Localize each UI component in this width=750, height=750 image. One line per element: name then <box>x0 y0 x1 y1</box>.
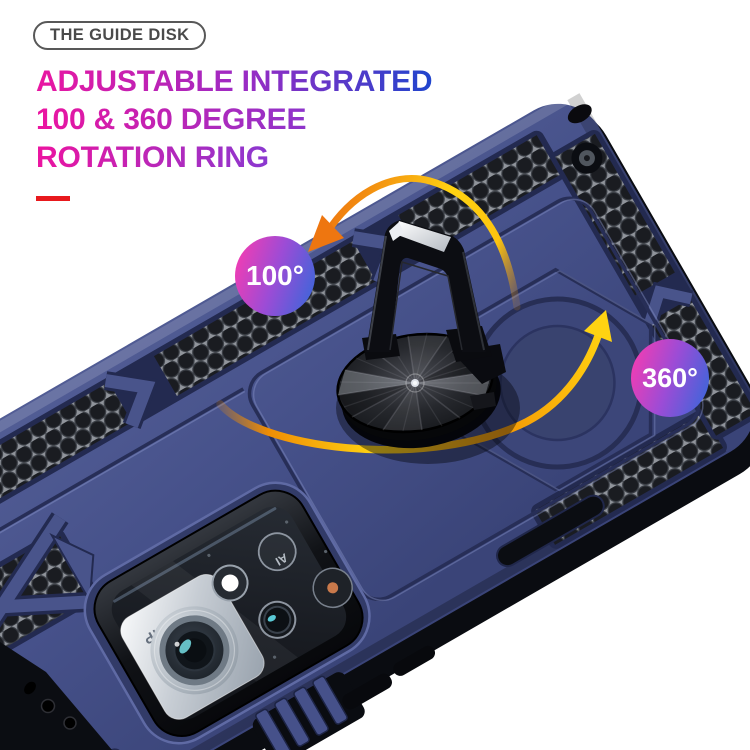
case-corner-ports <box>0 642 112 750</box>
flash-dot <box>327 582 339 594</box>
headline-line-2: 100 & 360 DEGREE <box>36 101 306 139</box>
arrowhead-100 <box>308 215 344 252</box>
corner-hole <box>567 104 603 174</box>
side-key <box>393 645 436 676</box>
angle-badge-360-label: 360° <box>642 362 698 393</box>
headline: ADJUSTABLE INTEGRATED 100 & 360 DEGREE R… <box>36 63 433 177</box>
red-accent-dash <box>36 196 70 201</box>
rotation-arrow-360 <box>216 310 612 454</box>
angle-badge-360: 360° <box>631 339 709 417</box>
camera-module: 50MP AI <box>83 481 371 745</box>
side-key <box>342 673 392 710</box>
rotation-arrow-100 <box>308 175 521 311</box>
ring-metal-cap <box>395 221 451 252</box>
honeycomb-left-patch <box>0 512 109 702</box>
side-slot <box>496 494 605 568</box>
title-pill-label: THE GUIDE DISK <box>50 26 190 44</box>
ring-kickstand <box>336 220 520 464</box>
angle-badge-100: 100° <box>235 236 315 316</box>
headline-line-1: ADJUSTABLE INTEGRATED <box>36 63 433 101</box>
title-pill: THE GUIDE DISK <box>33 21 207 50</box>
angle-badge-100-label: 100° <box>246 260 304 291</box>
headline-line-3: ROTATION RING <box>36 139 269 177</box>
grip-ridges <box>252 672 365 750</box>
arrowhead-360 <box>584 310 612 342</box>
